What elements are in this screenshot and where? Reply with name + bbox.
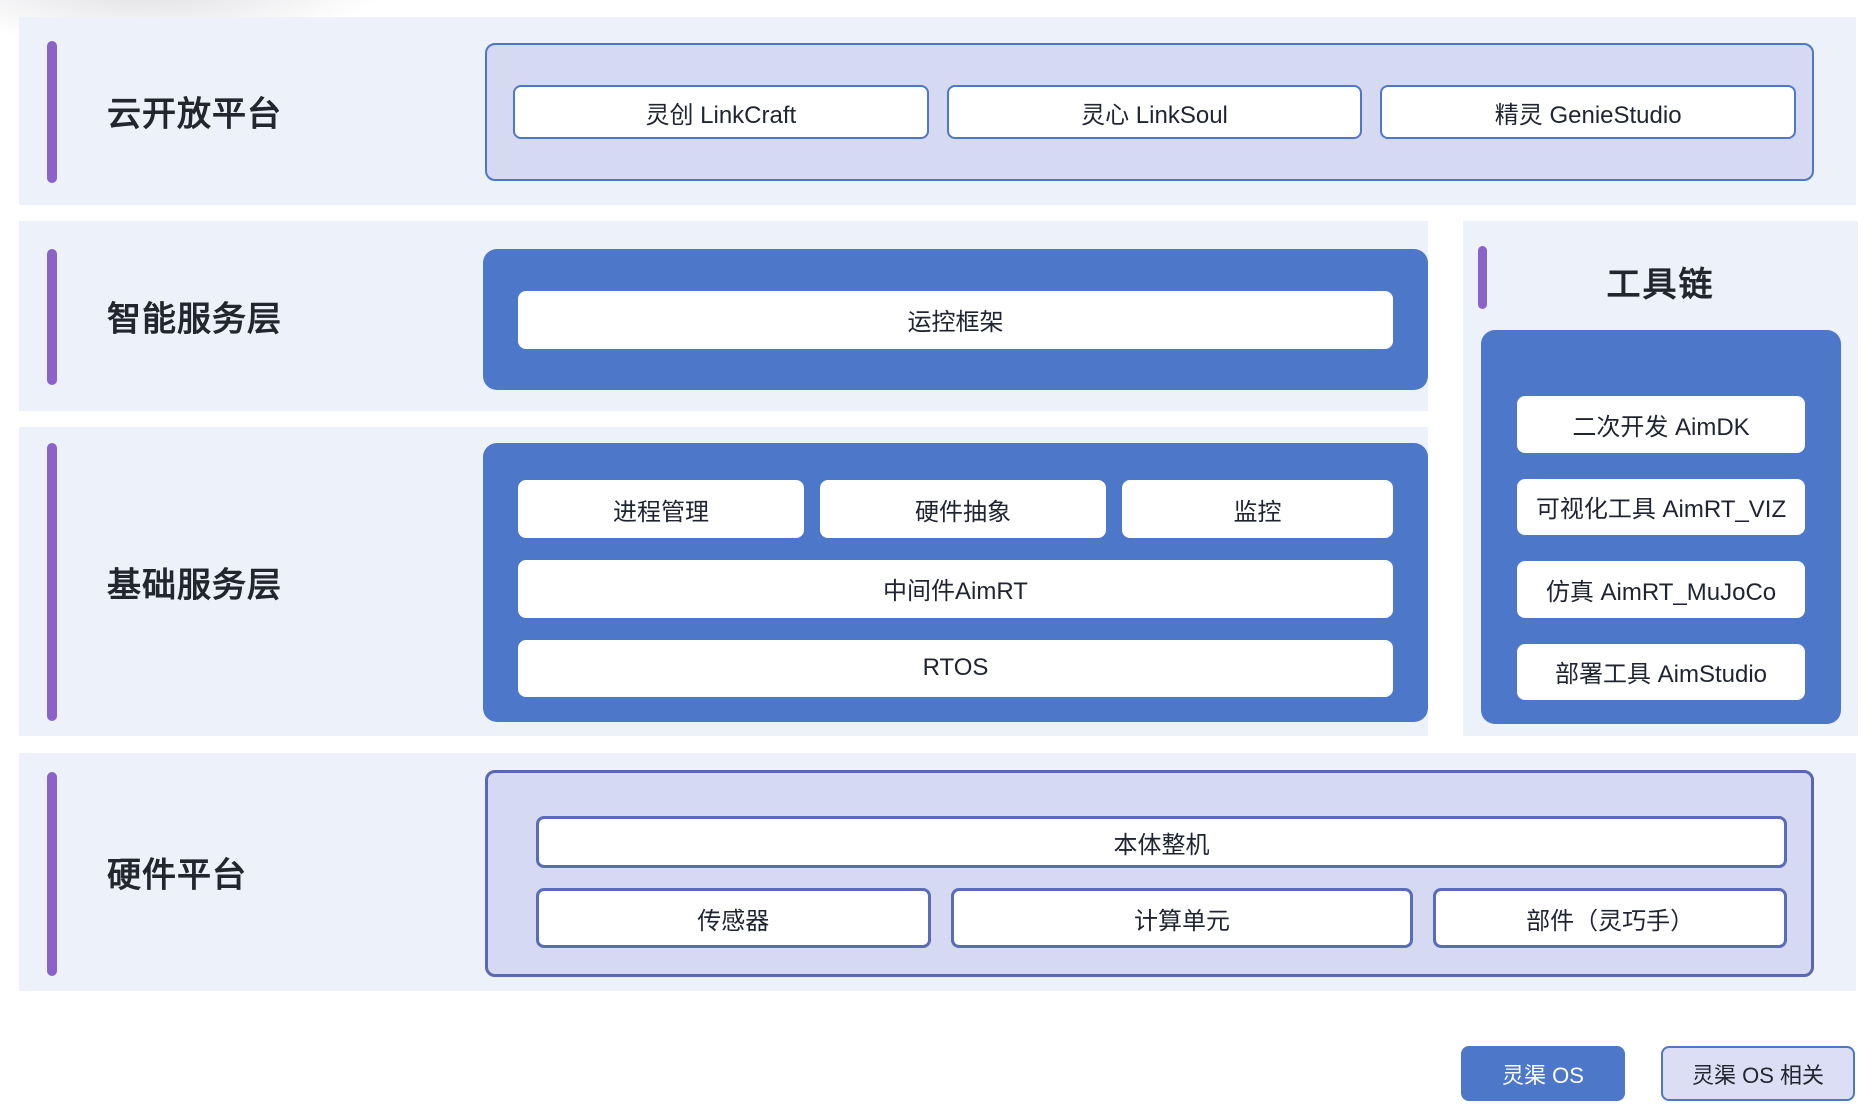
box-aimdk: 二次开发 AimDK (1517, 396, 1805, 453)
accent-bar (1478, 246, 1487, 309)
box-parts-dexterous-hand: 部件（灵巧手） (1433, 888, 1787, 948)
cloud-container: 灵创 LinkCraft 灵心 LinkSoul 精灵 GenieStudio (485, 43, 1814, 181)
box-aimstudio: 部署工具 AimStudio (1517, 643, 1805, 700)
intelligent-container: 运控框架 (483, 249, 1428, 390)
section-title-foundation: 基础服务层 (107, 566, 282, 604)
section-cloud-platform: 云开放平台 灵创 LinkCraft 灵心 LinkSoul 精灵 GenieS… (19, 17, 1856, 205)
section-toolchain: 工具链 二次开发 AimDK 可视化工具 AimRT_VIZ 仿真 AimRT_… (1463, 221, 1858, 736)
box-linkcraft: 灵创 LinkCraft (513, 85, 929, 139)
box-hardware-abstraction: 硬件抽象 (819, 480, 1106, 538)
box-aimrt-viz: 可视化工具 AimRT_VIZ (1517, 478, 1805, 535)
accent-bar (47, 772, 57, 976)
section-title-cloud: 云开放平台 (107, 95, 282, 134)
foundation-top-row: 进程管理 硬件抽象 监控 (518, 480, 1394, 538)
box-motion-control-framework: 运控框架 (518, 290, 1393, 349)
toolchain-container: 二次开发 AimDK 可视化工具 AimRT_VIZ 仿真 AimRT_MuJo… (1481, 330, 1841, 724)
section-foundation-service: 基础服务层 进程管理 硬件抽象 监控 中间件AimRT RTOS (19, 427, 1428, 736)
box-robot-body: 本体整机 (536, 816, 1787, 868)
box-linksoul: 灵心 LinkSoul (946, 85, 1363, 139)
accent-bar (47, 41, 57, 183)
box-rtos: RTOS (518, 639, 1393, 697)
hardware-container: 本体整机 传感器 计算单元 部件（灵巧手） (485, 770, 1814, 977)
box-aimrt-mujoco: 仿真 AimRT_MuJoCo (1517, 561, 1805, 618)
section-title-toolchain: 工具链 (1606, 266, 1715, 304)
accent-bar (47, 443, 57, 721)
box-sensors: 传感器 (536, 888, 931, 948)
section-intelligent-service: 智能服务层 运控框架 (19, 221, 1428, 411)
box-monitoring: 监控 (1121, 480, 1394, 538)
legend-lingqu-os: 灵渠 OS (1461, 1046, 1625, 1101)
section-title-hardware: 硬件平台 (107, 856, 247, 895)
section-title-intelligent: 智能服务层 (107, 300, 282, 339)
legend-lingqu-os-related: 灵渠 OS 相关 (1661, 1046, 1855, 1101)
foundation-container: 进程管理 硬件抽象 监控 中间件AimRT RTOS (483, 443, 1428, 722)
section-hardware-platform: 硬件平台 本体整机 传感器 计算单元 部件（灵巧手） (19, 753, 1856, 991)
box-geniestudio: 精灵 GenieStudio (1380, 85, 1797, 139)
accent-bar (47, 249, 57, 385)
hardware-bottom-row: 传感器 计算单元 部件（灵巧手） (536, 888, 1787, 948)
box-compute-unit: 计算单元 (950, 888, 1414, 948)
box-middleware-aimrt: 中间件AimRT (518, 560, 1393, 618)
box-process-management: 进程管理 (518, 480, 804, 538)
